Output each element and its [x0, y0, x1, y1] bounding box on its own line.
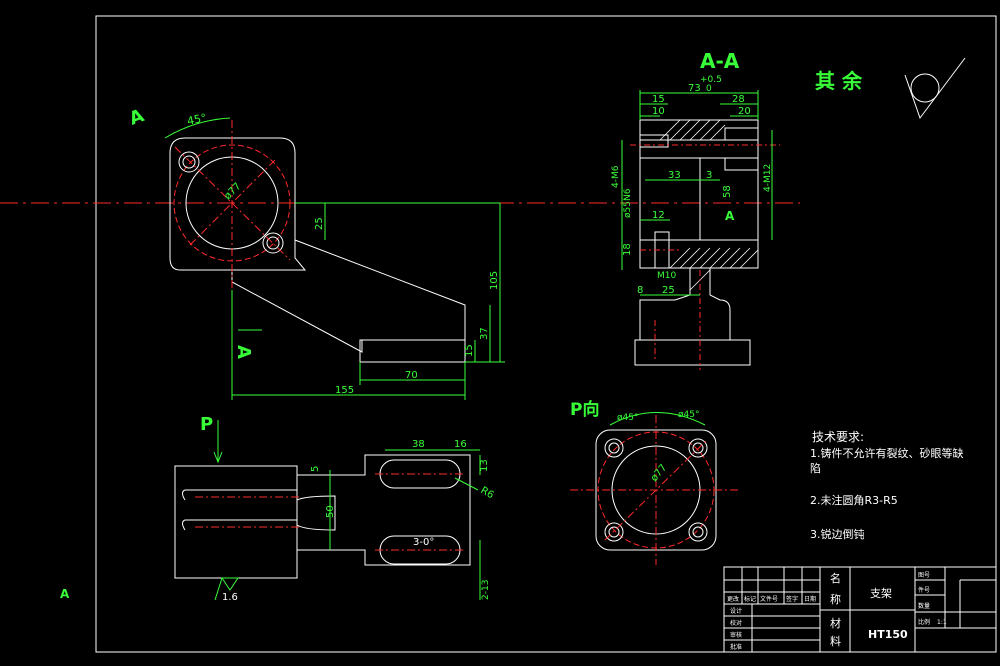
- sec-dim-28: 28: [732, 94, 745, 105]
- tb-drawing-no: 图号: [918, 572, 930, 579]
- tb-material-label-2: 料: [830, 634, 841, 648]
- tb-name-label-2: 称: [830, 592, 841, 606]
- top-dim-38: 38: [412, 439, 425, 450]
- corner-label: A: [60, 587, 70, 601]
- front-angle-label: 45°: [186, 111, 208, 128]
- top-view-dimensions: [214, 449, 481, 601]
- top-view: [174, 454, 471, 579]
- top-r6: R6: [479, 485, 496, 501]
- tb-quantity: 件号: [918, 586, 930, 594]
- front-dim-37: 37: [479, 327, 490, 340]
- section-view: [634, 119, 759, 366]
- sec-m10: M10: [657, 271, 676, 281]
- tb-row-design: 设计: [730, 607, 742, 615]
- tb-rev-h2: 文件号: [760, 595, 778, 603]
- top-dim-16: 16: [454, 439, 467, 450]
- tb-rev-h0: 更改: [727, 595, 739, 603]
- tb-rev-h3: 签字: [786, 595, 798, 603]
- sec-m12: 4-M12: [763, 164, 773, 192]
- sec-tol: +0.5: [700, 75, 722, 85]
- front-dim-25: 25: [314, 217, 325, 230]
- top-dim-13: 13: [479, 459, 490, 472]
- section-title: A-A: [700, 49, 740, 73]
- tb-name-label-1: 名: [830, 571, 841, 585]
- top-dim-5: 5: [310, 466, 321, 472]
- tb-row-approve: 批准: [730, 643, 742, 651]
- tech-item-1a: 1.铸件不允许有裂纹、砂眼等缺: [810, 446, 964, 460]
- sec-dim-33: 33: [668, 170, 681, 181]
- sec-dim-25: 25: [662, 285, 675, 296]
- sec-m6: 4-M6: [611, 165, 621, 188]
- title-block: [723, 566, 997, 653]
- tb-rev-h1: 标记: [744, 595, 756, 603]
- front-dim-155: 155: [335, 385, 354, 396]
- section-arrow-label-top: A: [127, 105, 147, 130]
- sec-n6: ø55N6: [623, 188, 633, 218]
- front-view-centerlines: [174, 120, 291, 290]
- section-dimensions: [621, 90, 773, 296]
- tb-scale-value: 1:1: [937, 619, 947, 626]
- tech-requirements: 技术要求: 1.铸件不允许有裂纹、砂眼等缺 陷 2.未注圆角R3-R5 3.锐边…: [810, 430, 964, 541]
- front-dim-70: 70: [405, 370, 418, 381]
- p-view-arc-dim: [609, 412, 706, 426]
- tb-rev-h4: 日期: [804, 595, 816, 603]
- tech-title: 技术要求:: [812, 430, 864, 444]
- tb-row-review: 审核: [730, 631, 742, 639]
- top-dim-50: 50: [325, 505, 336, 518]
- roughness-label: 其 余: [815, 69, 863, 93]
- tb-material-value: HT150: [868, 628, 908, 641]
- p-view-label: P: [200, 414, 213, 435]
- roughness-symbol: [904, 57, 966, 120]
- section-marker: A: [725, 209, 735, 223]
- sec-dim-10: 10: [652, 106, 665, 117]
- p-view-centerlines: [570, 415, 740, 565]
- sec-tol-0: 0: [706, 84, 712, 94]
- section-centerlines: [630, 144, 780, 370]
- sec-dim-15: 15: [652, 94, 665, 105]
- tech-item-2: 2.未注圆角R3-R5: [810, 493, 898, 507]
- sec-dim-20: 20: [738, 106, 751, 117]
- tb-qty2: 数量: [918, 602, 930, 610]
- p-dia: ø77: [649, 462, 670, 484]
- tech-item-3: 3.锐边倒钝: [810, 527, 865, 541]
- front-view-dimensions: [164, 117, 505, 400]
- front-dia-label: ø77: [222, 181, 243, 202]
- p-view-title: P向: [570, 399, 599, 420]
- sec-dim-18: 18: [622, 243, 633, 256]
- tb-row-check: 校对: [730, 619, 742, 627]
- top-view-centerlines: [195, 473, 465, 551]
- p-angle-1: ø45°: [617, 413, 638, 423]
- tb-material-label-1: 材: [830, 616, 841, 630]
- section-arrow-label-bottom: A: [233, 345, 254, 359]
- front-dim-105: 105: [489, 271, 500, 290]
- front-dim-15: 15: [464, 344, 475, 357]
- top-dim-2-13: 2-13: [481, 580, 491, 600]
- tech-item-1b: 陷: [810, 461, 821, 475]
- sec-dim-12: 12: [652, 210, 665, 221]
- p-angle-2: ø45°: [678, 410, 699, 420]
- front-view: [169, 137, 466, 381]
- tb-name-value: 支架: [870, 587, 892, 600]
- sec-dim-58: 58: [722, 185, 733, 198]
- sec-dim-8: 8: [637, 285, 643, 296]
- p-view-arrowhead: [213, 451, 223, 464]
- drawing-border: [95, 15, 997, 653]
- top-angle: 3-0°: [413, 537, 434, 548]
- sec-dim-73: 73: [688, 83, 701, 94]
- top-roughness: 1.6: [222, 592, 238, 603]
- tb-scale: 比例: [918, 618, 930, 626]
- sec-dim-3: 3: [706, 170, 712, 181]
